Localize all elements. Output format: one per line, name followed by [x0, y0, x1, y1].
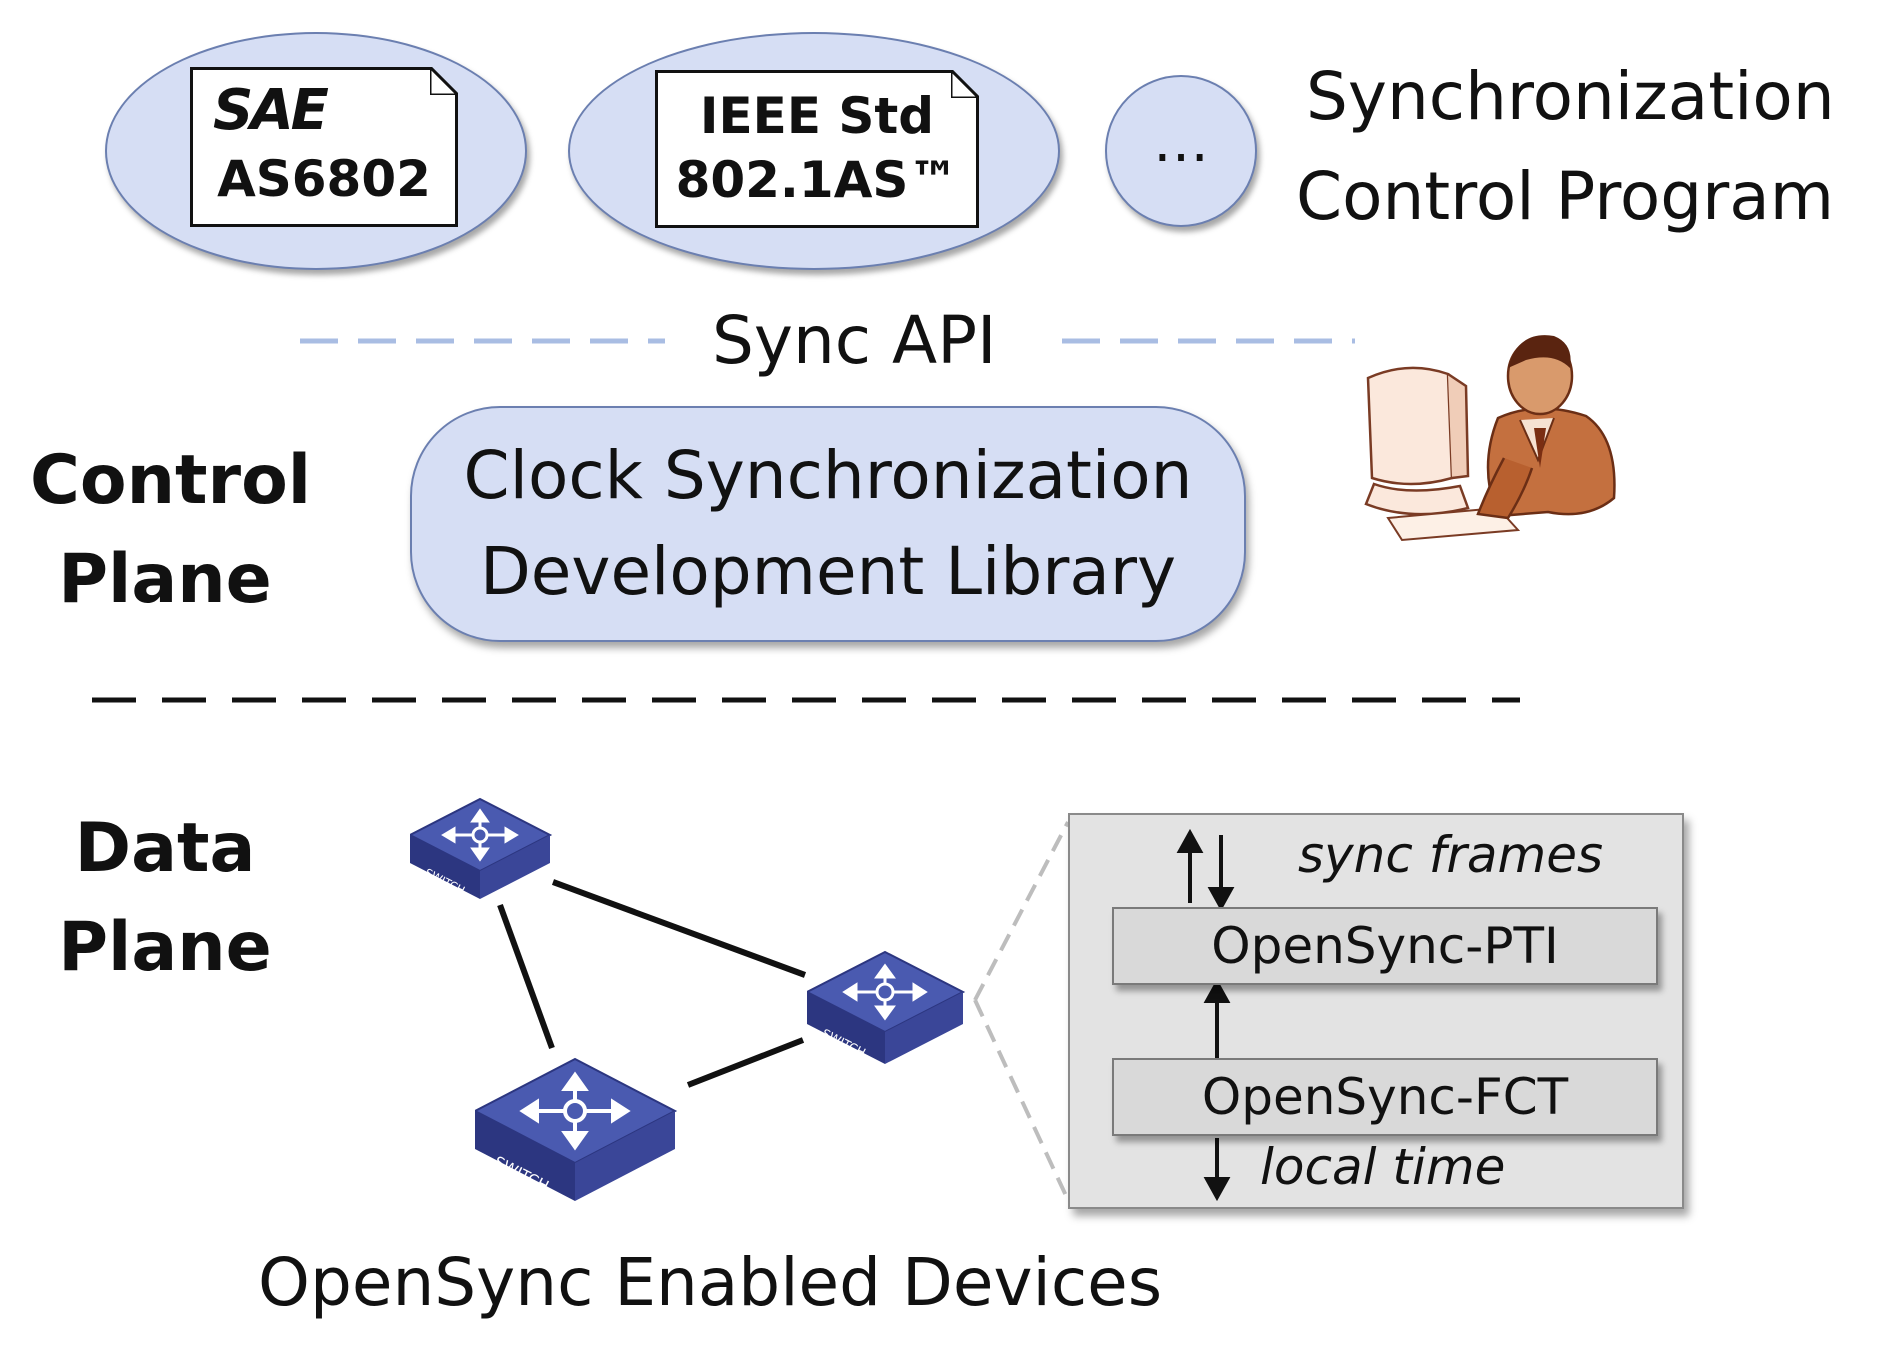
- sae-logo: SAE: [213, 78, 326, 143]
- arrow-down-icon: [1207, 887, 1235, 912]
- switch-3: SWITCH: [475, 1057, 678, 1201]
- opensync-pti-label: OpenSync-PTI: [1211, 917, 1559, 975]
- clock-sync-library-box: Clock Synchronization Development Librar…: [410, 406, 1246, 642]
- ieee-std-line1: IEEE Std: [699, 87, 935, 145]
- opensync-fct-label: OpenSync-FCT: [1201, 1068, 1569, 1126]
- devices-caption: OpenSync Enabled Devices: [258, 1244, 1163, 1321]
- ieee-document-icon: IEEE Std 802.1AS™: [655, 70, 979, 228]
- control-plane-label: Control Plane: [30, 432, 312, 629]
- link-switch3-switch2: [686, 1037, 805, 1088]
- opensync-fct-box: OpenSync-FCT: [1112, 1058, 1658, 1136]
- library-line2: Development Library: [479, 533, 1177, 610]
- sync-frames-label: sync frames: [1298, 826, 1604, 884]
- arrow-up-icon: [1176, 828, 1204, 853]
- more-standards-bubble: [1105, 75, 1257, 227]
- library-line1: Clock Synchronization: [463, 437, 1193, 515]
- sae-page-fold-icon: [430, 67, 458, 95]
- sync-api-label: Sync API: [712, 302, 997, 379]
- local-time-label: local time: [1260, 1138, 1506, 1196]
- more-standards-ellipsis: …: [1153, 110, 1209, 175]
- sae-document-icon: SAE AS6802: [190, 67, 458, 227]
- control-plane-line1: Control: [30, 441, 312, 520]
- ieee-std-line2: 802.1AS™: [675, 151, 959, 209]
- arrow-up-icon: [1203, 978, 1231, 1003]
- control-plane-line2: Plane: [58, 539, 272, 619]
- zoom-line-bottom: [973, 999, 1070, 1201]
- network-switch-icon: SWITCH: [410, 797, 553, 899]
- sae-standard-label: AS6802: [217, 150, 431, 208]
- switch-1: SWITCH: [410, 797, 553, 899]
- opensync-pti-box: OpenSync-PTI: [1112, 907, 1658, 985]
- device-detail-panel: [1068, 813, 1684, 1209]
- sync-program-line1: Synchronization: [1306, 58, 1835, 135]
- data-plane-line2: Plane: [58, 907, 272, 987]
- network-switch-icon: SWITCH: [475, 1057, 678, 1201]
- data-plane-label: Data Plane: [30, 800, 300, 997]
- arrow-down-icon: [1203, 1177, 1231, 1202]
- switch-2: SWITCH: [807, 950, 966, 1064]
- zoom-line-top: [973, 821, 1070, 1001]
- detail-arrows: [1176, 828, 1235, 1202]
- link-switch1-switch2: [551, 879, 807, 978]
- data-plane-line1: Data: [74, 809, 256, 888]
- ieee-page-fold-icon: [951, 70, 979, 98]
- sync-program-line2: Control Program: [1296, 158, 1835, 235]
- network-switch-icon: SWITCH: [807, 950, 966, 1064]
- developer-at-computer-icon: [1364, 335, 1616, 542]
- link-switch1-switch3: [497, 903, 555, 1050]
